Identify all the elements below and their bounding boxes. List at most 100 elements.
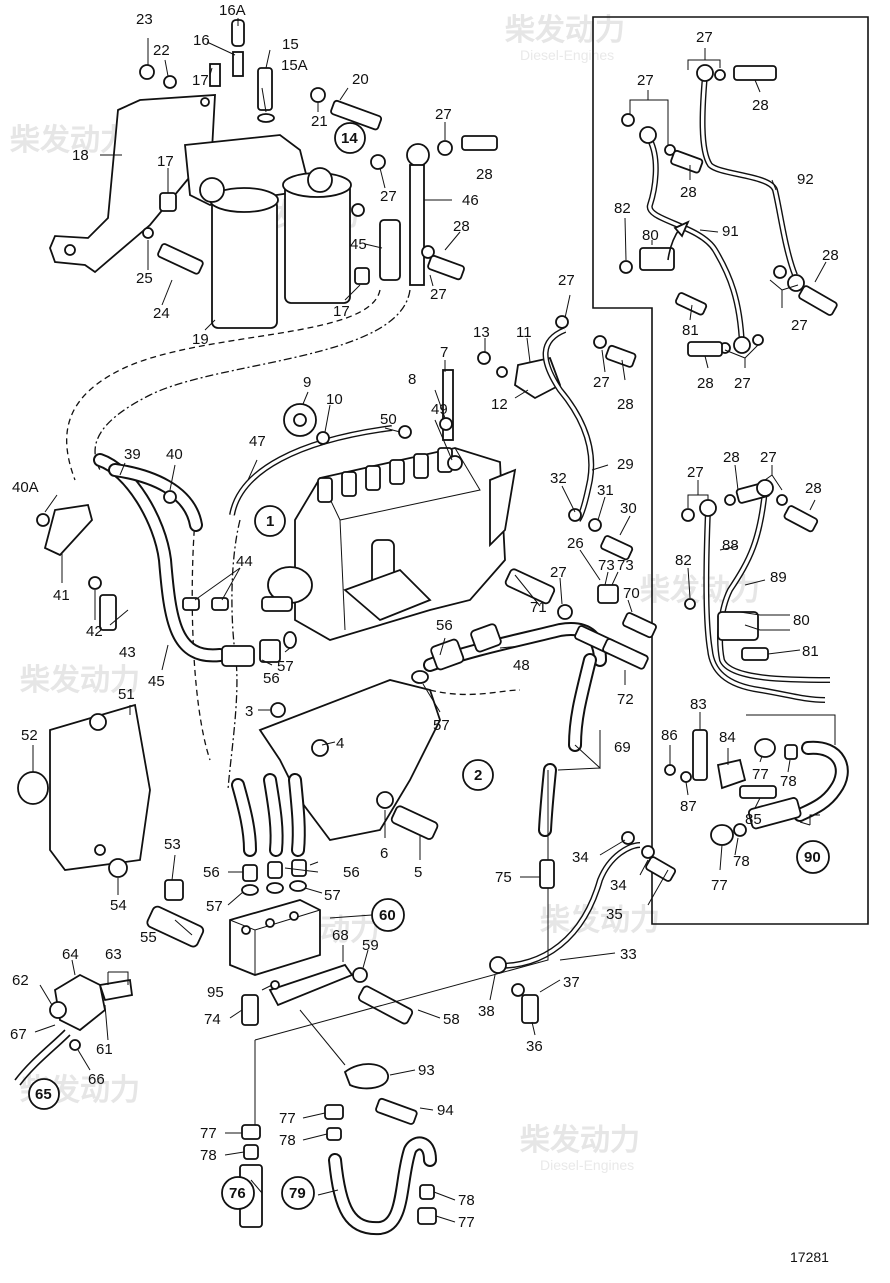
label: 67	[10, 1026, 27, 1043]
label: 54	[110, 897, 127, 914]
label: 10	[326, 391, 343, 408]
label: 28	[617, 396, 634, 413]
spacer-53	[164, 879, 184, 901]
connector-66	[69, 1039, 81, 1051]
bolt-28c	[605, 344, 637, 368]
washer-50	[398, 425, 412, 439]
bolt-20	[330, 99, 383, 131]
label: 77	[279, 1110, 296, 1127]
label: 56	[203, 864, 220, 881]
spacer-52	[17, 771, 49, 805]
label: 59	[362, 937, 379, 954]
leader-lines	[32, 18, 836, 1223]
label: 92	[797, 171, 814, 188]
label: 87	[680, 798, 697, 815]
screw-81-inset-b	[741, 647, 769, 661]
nut-13	[477, 351, 491, 365]
circled-assembly-labels: 14 1 2 60 65 76 79 90	[28, 122, 830, 1210]
label: 15A	[281, 57, 308, 74]
label: 49	[431, 401, 448, 418]
label: 27	[734, 375, 751, 392]
bolt-28-inset-b	[670, 149, 704, 174]
label: 95	[207, 984, 224, 1001]
label: 77	[200, 1125, 217, 1142]
label: 29	[617, 456, 634, 473]
label: 64	[62, 946, 79, 963]
bolt-36	[521, 994, 539, 1024]
label: 88	[722, 537, 739, 554]
banjo-pipe-46-group	[351, 135, 498, 286]
watermark-brand: 柴发动力	[520, 1124, 640, 1157]
label: 93	[418, 1062, 435, 1079]
label: 73	[598, 557, 615, 574]
label: 56	[436, 617, 453, 634]
screw-81-inset-a	[675, 292, 708, 316]
label: 27	[637, 72, 654, 89]
fuel-line-dashdot	[94, 289, 411, 471]
label: 16A	[219, 2, 246, 19]
label: 36	[526, 1038, 543, 1055]
washer-10	[316, 431, 330, 445]
label: 83	[690, 696, 707, 713]
label: 23	[136, 11, 153, 28]
label: 61	[96, 1041, 113, 1058]
label: 78	[200, 1147, 217, 1164]
label: 40A	[12, 479, 39, 496]
label: 17	[157, 153, 174, 170]
label: 13	[473, 324, 490, 341]
label: 3	[245, 703, 253, 720]
label: 85	[745, 811, 762, 828]
pipe-29	[542, 327, 595, 522]
detail-inset-frame	[592, 16, 869, 925]
label: 77	[458, 1214, 475, 1231]
bolt-28-inset-a	[733, 65, 777, 81]
label: 27	[550, 564, 567, 581]
label: 45	[148, 673, 165, 690]
label: 72	[617, 691, 634, 708]
pipe-92	[699, 74, 798, 277]
nut-77c	[417, 1207, 437, 1225]
label: 71	[530, 599, 547, 616]
washer-57b	[283, 631, 297, 649]
label: 44	[236, 553, 253, 570]
label: 51	[118, 686, 135, 703]
label: 78	[780, 773, 797, 790]
nut-40a	[36, 513, 50, 527]
washer-49	[447, 455, 463, 471]
olive-78-inset-a	[784, 744, 798, 760]
label: 28	[752, 97, 769, 114]
watermark-sub: Diesel-Engines	[540, 1157, 634, 1173]
arrow-icon	[673, 220, 690, 238]
bolt-15	[257, 67, 273, 111]
label: 8	[408, 371, 416, 388]
nut-82-inset-b	[684, 598, 696, 610]
watermark-brand: 柴发动力	[640, 574, 760, 607]
label: 7	[440, 344, 448, 361]
nut-77b	[324, 1104, 344, 1120]
label: 11	[516, 324, 532, 341]
circled-label-76: 76	[229, 1185, 246, 1202]
label: 27	[435, 106, 452, 123]
label: 39	[124, 446, 141, 463]
fitting-56b	[221, 645, 255, 667]
nut-4	[311, 739, 329, 757]
label: 47	[249, 433, 266, 450]
adapter-63	[98, 978, 134, 1002]
label: 21	[311, 113, 328, 130]
label: 20	[352, 71, 369, 88]
bolt-5	[390, 805, 439, 840]
bolt-43	[99, 594, 117, 631]
label: 81	[682, 322, 699, 339]
washer-57d	[289, 880, 307, 892]
part-number-labels: 23 16A 22 16 15 17 15A 20 21 18 17 27 28…	[10, 2, 839, 1231]
olive-78b	[326, 1127, 342, 1141]
washer-95	[270, 980, 280, 990]
bracket-68	[268, 963, 354, 1007]
cable-67	[14, 1029, 66, 1081]
label: 78	[279, 1132, 296, 1149]
label: 19	[192, 331, 209, 348]
olive-78c	[419, 1184, 435, 1200]
bracket-41	[43, 503, 93, 557]
